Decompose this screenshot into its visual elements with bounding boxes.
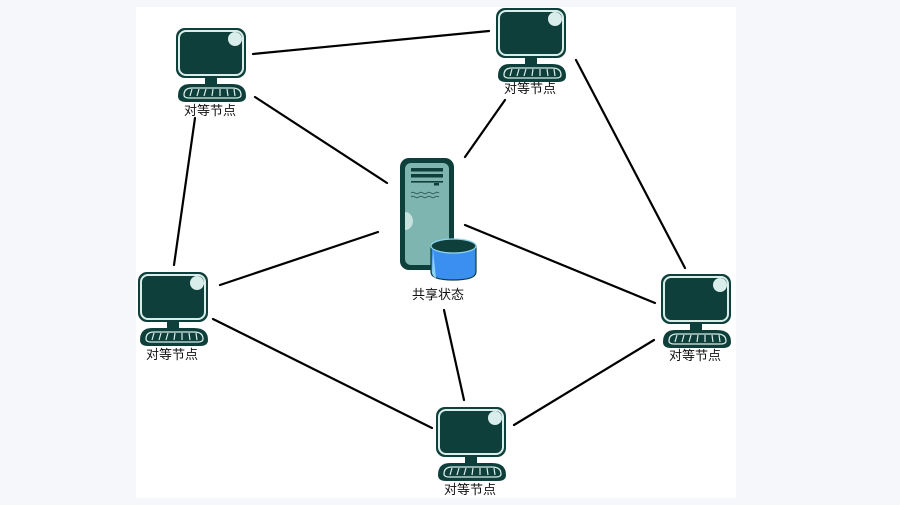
node-peer-mid-right[interactable]: 对等节点 <box>660 273 732 364</box>
link-midleft-center <box>218 230 380 287</box>
node-shared-state[interactable]: 共享状态 <box>400 158 477 303</box>
link-topleft-topright <box>251 29 491 56</box>
link-center-midright <box>463 223 657 305</box>
computer-icon <box>660 273 732 349</box>
link-topright-center <box>463 98 507 159</box>
node-label: 对等节点 <box>146 347 198 363</box>
link-topleft-center <box>253 95 389 185</box>
computer-icon <box>137 271 209 347</box>
links <box>172 29 687 430</box>
node-label: 对等节点 <box>184 103 236 119</box>
computer-icon <box>495 7 567 83</box>
node-label: 对等节点 <box>444 482 496 498</box>
link-bottom-midright <box>512 338 656 427</box>
node-label: 共享状态 <box>412 287 464 303</box>
node-label: 对等节点 <box>669 348 721 364</box>
link-topright-midright <box>574 58 687 270</box>
node-label: 对等节点 <box>504 81 556 97</box>
computer-icon <box>435 406 507 482</box>
link-topleft-midleft <box>172 116 197 267</box>
node-peer-top-right[interactable]: 对等节点 <box>495 7 567 97</box>
node-peer-bottom[interactable]: 对等节点 <box>435 406 507 498</box>
node-peer-mid-left[interactable]: 对等节点 <box>137 271 209 363</box>
node-peer-top-left[interactable]: 对等节点 <box>175 27 247 119</box>
database-icon <box>430 238 477 281</box>
link-center-bottom <box>442 308 466 402</box>
computer-icon <box>175 27 247 103</box>
link-midleft-bottom <box>211 317 434 430</box>
